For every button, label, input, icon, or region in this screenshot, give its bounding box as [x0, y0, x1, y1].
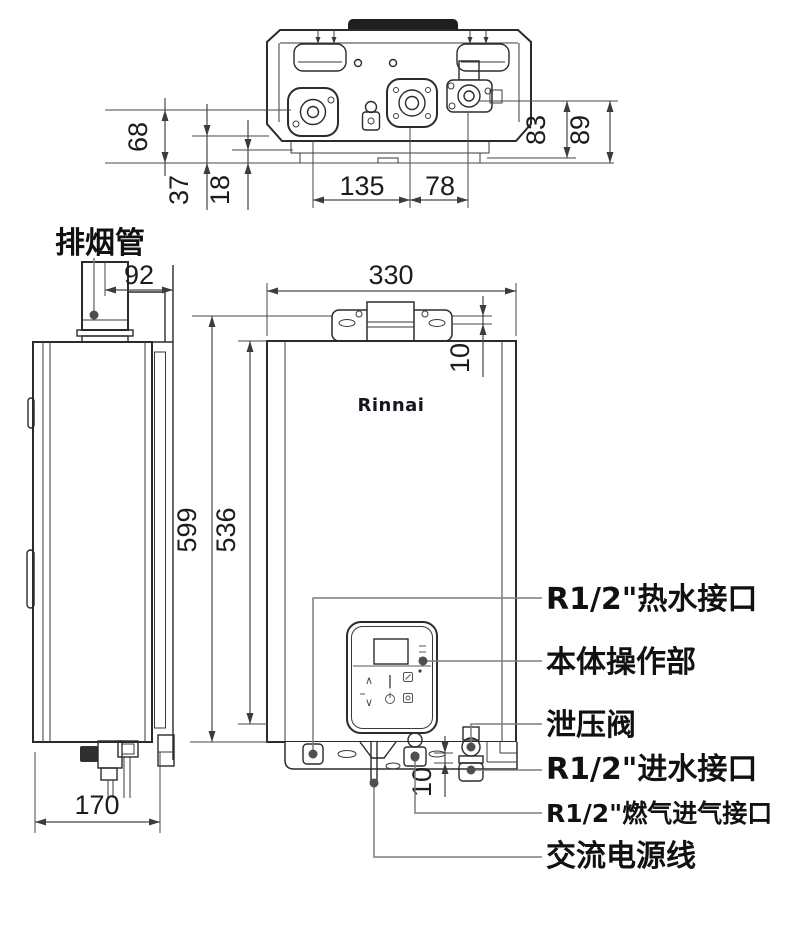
panel-display [373, 638, 409, 665]
svg-text:92: 92 [124, 260, 154, 290]
svg-text:78: 78 [425, 171, 455, 201]
dim-10-bottom: 10 [407, 736, 453, 797]
bath-icon[interactable] [403, 693, 413, 703]
rinnai-logo: Rinnai [358, 395, 425, 416]
top-view-dimensions: 68 37 18 83 89 [105, 98, 618, 210]
front-view-dimensions: 330 10 599 536 [172, 260, 517, 797]
dim-536: 536 [211, 340, 268, 725]
priority-bar-icon: | [388, 674, 393, 689]
svg-text:10: 10 [407, 767, 437, 797]
screw-dot [388, 58, 398, 68]
svg-text:89: 89 [565, 115, 595, 145]
small-bracket-fitting-top [361, 100, 381, 131]
label-flue: 排烟管 [55, 226, 145, 261]
power-icon[interactable] [385, 692, 395, 704]
mounting-clip-left [293, 30, 347, 72]
dim-10-top: 10 [445, 296, 492, 377]
front-view-drawing: Rinnai ∧ ∨ | [266, 301, 518, 783]
top-view-drawing [266, 19, 532, 164]
dim-89: 89 [565, 101, 614, 163]
svg-text:18: 18 [205, 175, 235, 205]
dim-18: 18 [205, 120, 252, 210]
svg-text:170: 170 [74, 790, 119, 820]
callout-leaders [89, 258, 542, 858]
hot-water-fitting-top [287, 87, 339, 137]
label-gas-inlet: R1/2"燃气进气接口 [546, 799, 772, 828]
dim-83: 83 [521, 101, 571, 158]
svg-text:536: 536 [211, 507, 241, 552]
dim-135: 135 [313, 171, 468, 204]
side-view-body [32, 341, 153, 743]
label-hot-water: R1/2"热水接口 [546, 582, 757, 617]
leader-power-cord [369, 778, 542, 858]
up-button[interactable]: ∧ [365, 674, 373, 687]
svg-text:599: 599 [172, 507, 202, 552]
label-cold-water: R1/2"进水接口 [546, 752, 757, 787]
condensate-funnel [359, 741, 397, 759]
side-view-bottom-fittings [80, 734, 175, 798]
leader-gas-inlet [410, 752, 542, 814]
leader-control-panel [418, 656, 542, 666]
leader-flue [89, 258, 99, 320]
control-panel: ∧ ∨ | [346, 621, 438, 734]
cold-water-fitting-front [458, 762, 484, 782]
label-control-panel: 本体操作部 [546, 645, 696, 680]
dim-170: 170 [34, 752, 161, 833]
label-power-cord: 交流电源线 [546, 839, 696, 874]
leader-hot-water [308, 597, 542, 759]
leader-relief-valve [466, 723, 542, 752]
dim-599: 599 [172, 315, 333, 743]
power-cord [370, 742, 378, 783]
dim-78: 78 [410, 171, 468, 204]
svg-text:83: 83 [521, 115, 551, 145]
mode-icon[interactable] [403, 672, 413, 682]
leader-cold-water [466, 765, 542, 775]
svg-text:37: 37 [164, 175, 194, 205]
label-relief-valve: 泄压阀 [546, 708, 636, 743]
dim-68: 68 [123, 98, 169, 176]
side-view-dimensions: 92 170 [34, 260, 173, 833]
water-valve-assembly-top [446, 60, 503, 113]
gas-fitting-top [386, 78, 438, 128]
svg-text:135: 135 [339, 171, 384, 201]
screw-dot [353, 58, 363, 68]
mounting-clip-right [456, 30, 510, 72]
mounting-rail [154, 351, 166, 729]
dim-37: 37 [164, 104, 211, 210]
svg-text:10: 10 [445, 343, 475, 373]
svg-text:330: 330 [368, 260, 413, 290]
dim-330: 330 [266, 260, 517, 336]
callout-labels: 排烟管 R1/2"热水接口 本体操作部 泄压阀 R1/2"进水接口 R1/2"燃… [55, 226, 772, 874]
side-view-drawing [26, 261, 175, 798]
dim-92: 92 [104, 260, 173, 296]
top-bracket [331, 301, 453, 342]
svg-text:68: 68 [123, 122, 153, 152]
down-button[interactable]: ∨ [365, 696, 373, 709]
